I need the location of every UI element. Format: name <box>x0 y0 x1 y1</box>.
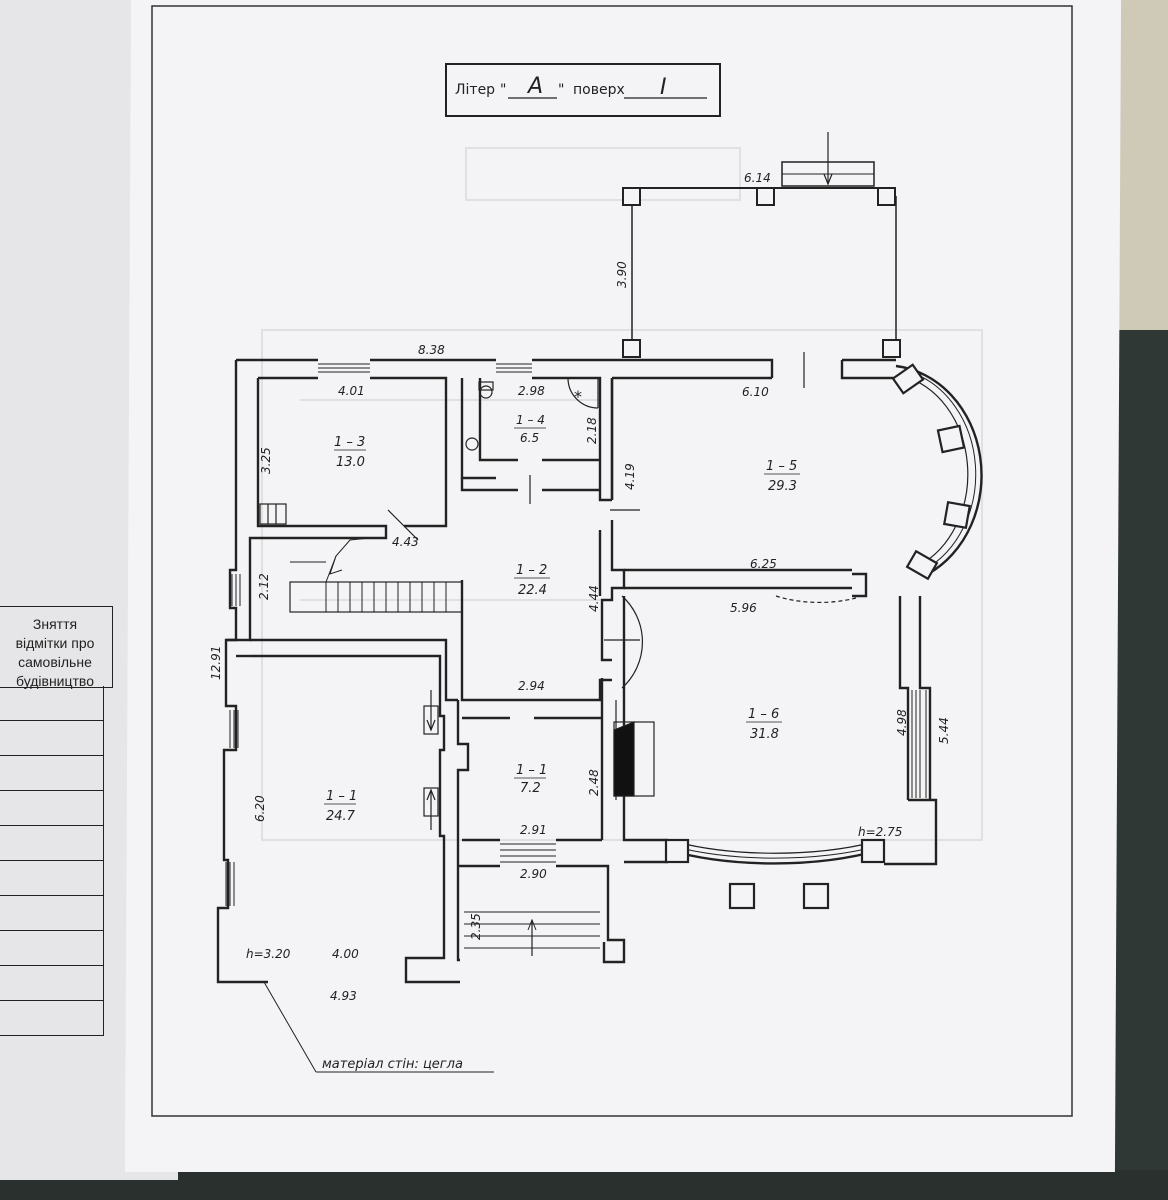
dimension: 4.19 <box>623 463 637 490</box>
dimension: 4.93 <box>330 989 357 1003</box>
asterisk-mark: * <box>574 387 582 406</box>
room-area: 29.3 <box>768 479 797 494</box>
dimension: 3.25 <box>259 447 273 474</box>
wall-material-text: матеріал стін: цегла <box>322 1057 463 1072</box>
liter-label: Літер <box>455 82 495 98</box>
room-id: 1 – 3 <box>334 435 365 450</box>
dimension: 6.20 <box>253 795 267 822</box>
dimension: 12.91 <box>209 646 223 680</box>
floor-value: I <box>660 75 667 100</box>
room-id: 1 – 2 <box>516 563 547 578</box>
dimension: 5.96 <box>730 601 757 615</box>
staircase <box>289 537 600 956</box>
room-area: 7.2 <box>520 781 541 796</box>
bay-windows <box>664 363 983 910</box>
stamp-title-line: будівництво <box>15 673 94 689</box>
stamp-table: Зняття відмітки про самовільне будівницт… <box>0 606 113 1046</box>
dimension: 2.98 <box>518 384 545 398</box>
dimension: 2.90 <box>520 867 547 881</box>
dimension: 2.18 <box>585 417 599 444</box>
dimension: 8.38 <box>418 343 445 357</box>
room-area: 22.4 <box>518 583 547 598</box>
room-area: 13.0 <box>336 455 365 470</box>
dimension: 2.35 <box>469 913 483 940</box>
wall-material-note: матеріал стін: цегла <box>263 981 494 1073</box>
stamp-row <box>0 721 104 756</box>
room-area: 31.8 <box>750 727 779 742</box>
dimension: 6.25 <box>750 557 777 571</box>
doors-fixtures: * <box>259 352 857 830</box>
terrace <box>622 132 901 358</box>
dimension: 4.44 <box>587 585 601 612</box>
dimension: 2.94 <box>518 679 545 693</box>
room-labels: 1 – 3 13.0 1 – 4 6.5 1 – 5 29.3 1 – 2 22… <box>324 413 800 824</box>
stamp-row <box>0 931 104 966</box>
stamp-title-line: самовільне <box>18 654 92 670</box>
dimension: 3.90 <box>615 261 629 288</box>
room-id: 1 – 5 <box>766 459 797 474</box>
stamp-row <box>0 791 104 826</box>
stamp-row <box>0 756 104 791</box>
drawing-frame <box>151 5 1073 1117</box>
stamp-header: Зняття відмітки про самовільне будівницт… <box>0 606 113 691</box>
stamp-title: Зняття відмітки про самовільне будівницт… <box>0 615 110 691</box>
room-id: 1 – 6 <box>748 707 779 722</box>
height-mark: h=3.20 <box>246 947 291 961</box>
stamp-row <box>0 1001 104 1036</box>
dimension: 6.14 <box>744 171 771 185</box>
stamp-grid <box>0 686 104 1036</box>
stamp-row <box>0 826 104 861</box>
dimension: 4.98 <box>895 709 909 736</box>
room-id: 1 – 4 <box>516 413 545 427</box>
height-mark: h=2.75 <box>858 825 902 839</box>
room-id: 1 – 1 <box>326 789 357 804</box>
background-table <box>0 1170 1168 1200</box>
dimension: 2.91 <box>520 823 547 837</box>
dimension: 4.43 <box>392 535 419 549</box>
quote-open: " <box>500 82 506 98</box>
room-area: 24.7 <box>326 809 356 824</box>
stamp-row <box>0 966 104 1001</box>
room-area: 6.5 <box>520 431 539 445</box>
walls <box>216 358 938 984</box>
title-block-border <box>445 63 721 117</box>
stamp-title-line: відмітки про <box>15 635 95 651</box>
dimension-labels: 8.38 4.01 2.98 6.10 6.14 3.90 3.25 2.18 … <box>209 171 951 1003</box>
dimension: 4.00 <box>332 947 359 961</box>
stamp-title-line: Зняття <box>32 616 78 632</box>
room-id: 1 – 1 <box>516 763 547 778</box>
stamp-row <box>0 686 104 721</box>
windows <box>225 363 927 906</box>
dimension: 2.48 <box>587 769 601 796</box>
liter-value: A <box>526 74 543 99</box>
dimension: 6.10 <box>742 385 769 399</box>
floor-label: поверх <box>573 82 625 98</box>
dimension: 5.44 <box>937 717 951 744</box>
title-block: Літер " A " поверх I <box>445 63 721 117</box>
quote-close: " <box>558 82 564 98</box>
stamp-row <box>0 861 104 896</box>
dimension: 2.12 <box>257 573 271 600</box>
stamp-row <box>0 896 104 931</box>
dimension: 4.01 <box>338 384 365 398</box>
